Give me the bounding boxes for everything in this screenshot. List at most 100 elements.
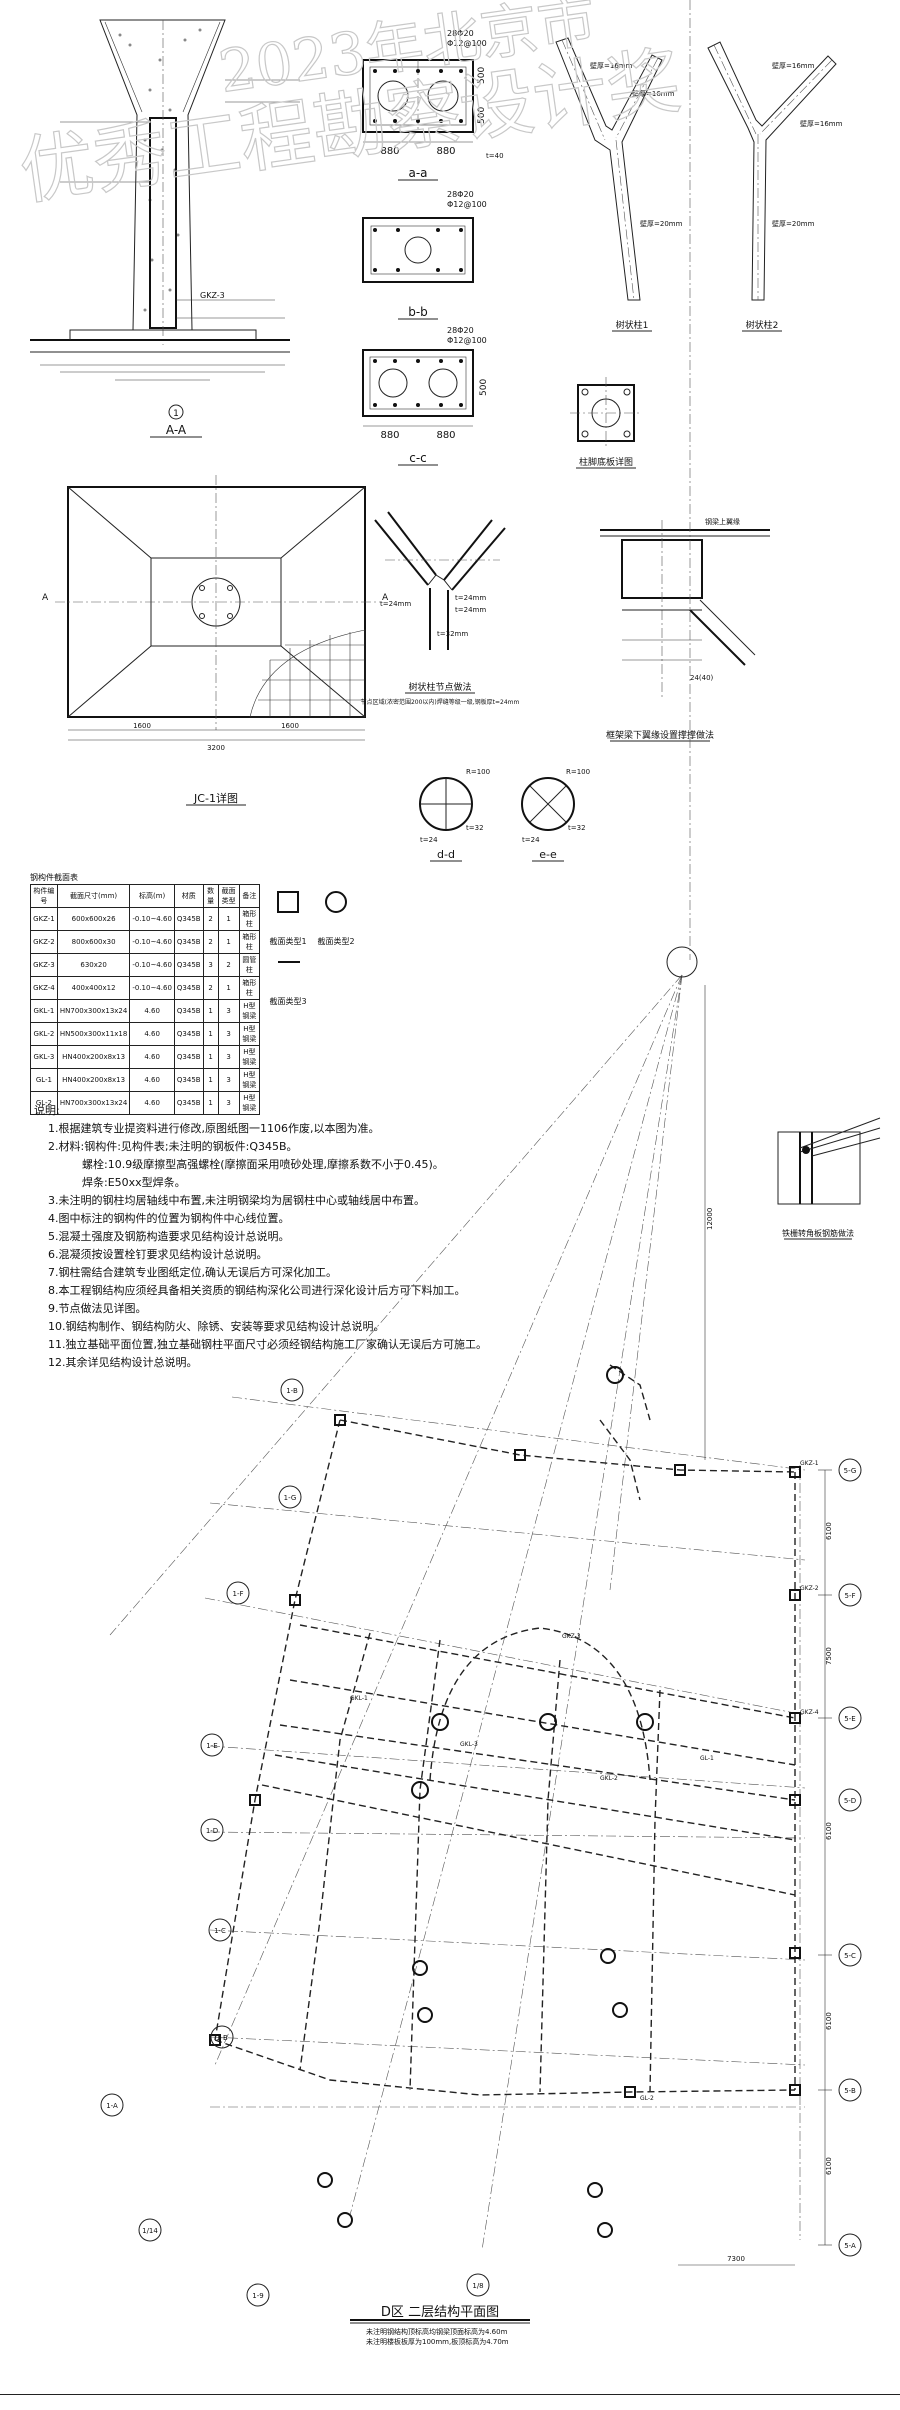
dim-right-3: 6100 — [825, 1822, 833, 1840]
beam-detail-note: 24(40) — [690, 674, 714, 682]
section-b-title: b-b — [408, 305, 428, 319]
steel-table-title: 钢构件截面表 — [30, 873, 78, 882]
grid-left-8: 1-A — [106, 2102, 118, 2110]
table-cell: 2 — [217, 953, 240, 977]
hook-detail-title: 铁栅转角板钢筋做法 — [782, 1228, 854, 1238]
hook-corner-detail: 铁栅转角板钢筋做法 — [777, 1117, 881, 1240]
grid-left-3: 1-F — [232, 1590, 243, 1598]
plan-title: D区 二层结构平面图 — [381, 2305, 499, 2320]
beam-detail-title: 框架梁下翼缘设置撑撑做法 — [606, 729, 714, 741]
table-cell: GKL-3 — [30, 1045, 58, 1069]
table-cell: 3 — [217, 999, 240, 1023]
tree1-label-1: 壁厚=16mm — [590, 61, 633, 70]
section-d: R=100 t=24 t=32 d-d — [419, 768, 490, 862]
tag-gkz2: GKZ-2 — [800, 1585, 819, 1592]
base-detail-title: 柱脚底板详图 — [579, 456, 633, 468]
section-aa-number: 1 — [173, 409, 179, 419]
table-cell: 2 — [202, 930, 219, 954]
section-b-stirrup: Φ12@100 — [447, 200, 487, 209]
table-cell: Q345B — [173, 907, 204, 931]
watermark: 优秀工程勘察设计奖 2023年北京市 — [14, 0, 687, 216]
dim-right-4: 6100 — [825, 2012, 833, 2030]
section-aa-title: A-A — [166, 423, 187, 437]
section-type-3: 截面类型3 — [269, 996, 306, 1006]
table-header: 构件编号 — [30, 884, 58, 908]
section-type-2: 截面类型2 — [317, 936, 354, 946]
general-notes: 说明: 1.根据建筑专业提资料进行修改,原图纸图一1106作废,以本图为准。 2… — [34, 1102, 554, 1372]
node-label-4: t=32mm — [437, 630, 468, 638]
grid-left-6: 1-C — [214, 1927, 226, 1935]
table-cell: 4.60 — [129, 1045, 175, 1069]
section-c-title: c-c — [409, 451, 427, 465]
table-cell: HN400x200x8x13 — [56, 1045, 131, 1069]
tag-gkl1: GKL-1 — [350, 1695, 368, 1702]
tag-gkz3: GKZ-3 — [562, 1633, 581, 1640]
table-cell: 1 — [202, 1045, 219, 1069]
radial-grid — [109, 0, 698, 2251]
table-header: 备注 — [238, 884, 261, 908]
note-line: 9.节点做法见详图。 — [48, 1302, 147, 1315]
jc1-mark-left: A — [42, 593, 49, 603]
grid-left-4: 1-E — [206, 1742, 217, 1750]
table-cell: H型钢梁 — [238, 1091, 261, 1115]
section-e-title: e-e — [539, 848, 557, 861]
grid-right-7: 5-A — [844, 2242, 856, 2250]
tree-node-detail: t=24mm t=24mm t=24mm t=32mm 树状柱节点做法 节点区域… — [361, 511, 520, 706]
grid-right-1: 5-G — [844, 1467, 857, 1475]
section-d-t: t=24 — [420, 836, 438, 844]
section-b: 28Φ20 Φ12@100 b-b — [362, 190, 487, 320]
grid-right-4: 5-D — [844, 1797, 856, 1805]
table-cell: Q345B — [173, 1091, 204, 1115]
section-e-s: t=32 — [568, 824, 586, 832]
table-cell: 1 — [202, 999, 219, 1023]
table-cell: 4.60 — [129, 1068, 175, 1092]
section-c-stirrup: Φ12@100 — [447, 336, 487, 345]
table-cell: 600x600x26 — [56, 907, 131, 931]
table-cell: Q345B — [173, 1068, 204, 1092]
table-cell: Q345B — [173, 999, 204, 1023]
section-d-title: d-d — [437, 848, 455, 861]
section-b-rebar: 28Φ20 — [447, 190, 474, 199]
table-cell: 箱形柱 — [238, 976, 261, 1000]
note-line: 11.独立基础平面位置,独立基础钢柱平面尺寸必须经钢结构施工厂家确认无误后方可施… — [48, 1338, 487, 1351]
table-cell: Q345B — [173, 953, 204, 977]
section-type-sketches: 截面类型1 截面类型2 截面类型3 — [269, 891, 355, 1006]
section-e: R=100 t=24 t=32 e-e — [521, 768, 590, 862]
table-cell: 400x400x12 — [56, 976, 131, 1000]
notes-heading: 说明: — [34, 1104, 60, 1117]
table-cell: Q345B — [173, 930, 204, 954]
tag-gl1: GL-1 — [700, 1755, 714, 1762]
table-cell: -0.10~4.60 — [129, 930, 175, 954]
table-cell: -0.10~4.60 — [129, 976, 175, 1000]
dim-right-5: 6100 — [825, 2157, 833, 2175]
grid-left-1: 1-B — [286, 1387, 298, 1395]
tree2-label-2: 壁厚=16mm — [800, 119, 843, 128]
table-cell: -0.10~4.60 — [129, 953, 175, 977]
section-a-dim2: 880 — [436, 146, 455, 157]
beam-brace-detail: 钢梁上翼缘 24(40) 框架梁下翼缘设置撑撑做法 — [600, 517, 770, 742]
table-cell: HN700x300x13x24 — [56, 1091, 131, 1115]
table-cell: 3 — [217, 1045, 240, 1069]
table-cell: HN700x300x13x24 — [56, 999, 131, 1023]
table-cell: 630x20 — [56, 953, 131, 977]
table-cell: 2 — [202, 976, 219, 1000]
table-cell: GL-1 — [30, 1068, 58, 1092]
dim-right-2: 7500 — [825, 1647, 833, 1665]
note-line: 8.本工程钢结构应须经具备相关资质的钢结构深化公司进行深化设计后方可下料加工。 — [48, 1284, 466, 1297]
section-c-rebar: 28Φ20 — [447, 326, 474, 335]
table-header: 标高(m) — [129, 884, 175, 908]
tree1-label-2: 壁厚=16mm — [632, 89, 675, 98]
section-a-dim1: 880 — [380, 146, 399, 157]
jc1-total: 3200 — [207, 744, 225, 752]
section-c: 28Φ20 Φ12@100 880 880 500 c-c — [362, 326, 489, 466]
tree-node-title: 树状柱节点做法 — [408, 681, 471, 693]
jc1-rebar-mesh — [249, 629, 366, 718]
table-cell: 1 — [202, 1068, 219, 1092]
section-a-side2: 500 — [477, 107, 487, 124]
